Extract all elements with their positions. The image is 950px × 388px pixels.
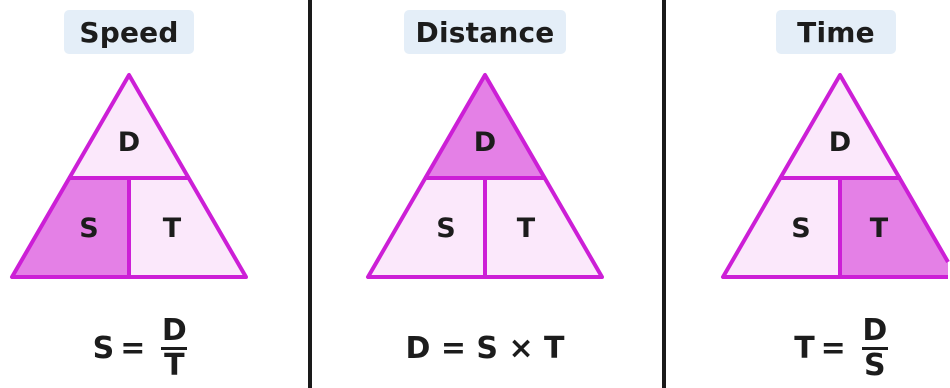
- triangle-label-top: D: [118, 127, 140, 158]
- triangle-right-section: [485, 178, 602, 277]
- triangle-left-section: [368, 178, 485, 277]
- formula-lhs: S: [92, 330, 115, 366]
- triangle-right-section: [840, 178, 948, 277]
- formula-denominator: T: [164, 347, 185, 383]
- triangle-label-top: D: [474, 127, 496, 158]
- panel-distance: Distance D S T D = S × T: [312, 0, 662, 388]
- triangle-label-left: S: [791, 213, 810, 244]
- triangle-top-section: [68, 75, 190, 178]
- triangle-label-left: S: [436, 213, 455, 244]
- formula-triangle: D S T: [721, 73, 950, 279]
- triangle-right-section: [129, 178, 246, 277]
- triangle-label-right: T: [870, 213, 889, 244]
- fraction-bar: [161, 346, 188, 350]
- panel-divider: [662, 0, 666, 388]
- formula: S = D T: [60, 312, 220, 384]
- formula-denominator: S: [863, 347, 886, 383]
- formula-lhs: T: [794, 330, 815, 366]
- formula-equals: =: [820, 330, 846, 366]
- formula-triangle: D S T: [10, 73, 248, 279]
- panel-title: Distance: [404, 10, 566, 54]
- triangle-label-left: S: [79, 213, 98, 244]
- triangle-label-right: T: [517, 213, 536, 244]
- triangle-left-section: [12, 178, 129, 277]
- panel-time: Time D S T T = D S: [666, 0, 950, 388]
- triangle-top-section: [779, 75, 901, 178]
- panel-speed: Speed D S T S = D T: [0, 0, 308, 388]
- formula: D = S × T: [405, 330, 565, 366]
- panel-title: Time: [776, 10, 896, 54]
- triangle-left-section: [723, 178, 840, 277]
- formula: T = D S: [766, 312, 916, 384]
- panel-title: Speed: [64, 10, 194, 54]
- formula-triangle: D S T: [366, 73, 604, 279]
- fraction-bar: [861, 346, 888, 350]
- triangle-label-right: T: [163, 213, 182, 244]
- panel-divider: [308, 0, 312, 388]
- formula-equals: =: [120, 330, 146, 366]
- formula-numerator: D: [161, 312, 187, 348]
- triangle-top-section: [424, 75, 546, 178]
- triangle-label-top: D: [829, 127, 851, 158]
- formula-fraction: D S: [861, 312, 888, 383]
- formula-fraction: D T: [161, 312, 188, 383]
- formula-numerator: D: [862, 312, 888, 348]
